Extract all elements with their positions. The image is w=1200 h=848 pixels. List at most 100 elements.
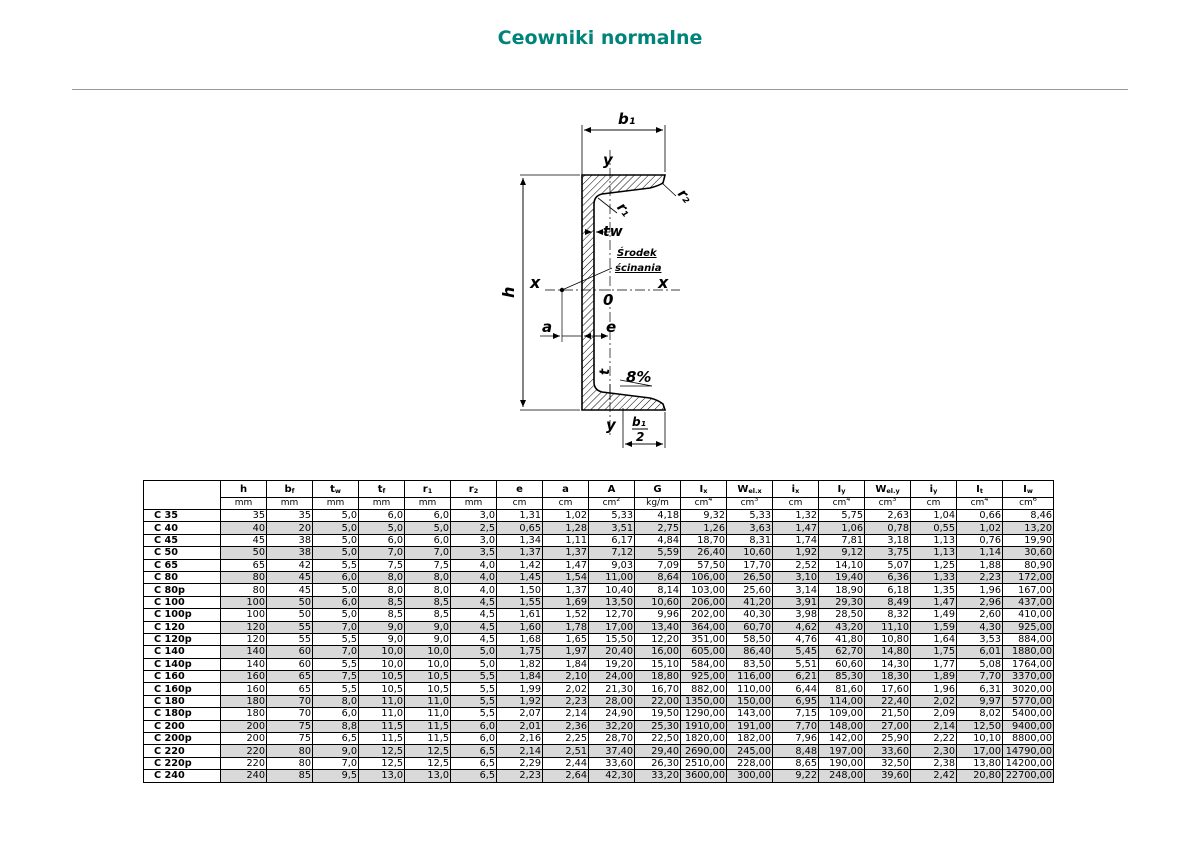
value-cell: 1,59: [910, 620, 957, 634]
value-cell: 25,60: [726, 583, 773, 597]
value-cell: 2,14: [542, 707, 589, 721]
value-cell: 605,00: [680, 645, 727, 659]
column-header: It: [956, 480, 1003, 498]
value-cell: 1,64: [910, 632, 957, 647]
value-cell: 109,00: [818, 707, 865, 721]
value-cell: 11,5: [404, 732, 451, 746]
value-cell: 26,50: [726, 570, 773, 585]
column-unit: mm: [266, 497, 313, 510]
value-cell: 1764,00: [1002, 657, 1054, 672]
column-unit-text: mm: [464, 498, 483, 509]
column-unit-text: mm: [280, 498, 299, 509]
value-cell: 12,70: [588, 608, 635, 622]
value-cell: 8,0: [358, 570, 405, 585]
value-cell: 8,0: [404, 583, 451, 597]
profile-name-cell: C 100p: [143, 608, 221, 622]
profile-name-cell: C 140: [143, 645, 221, 659]
value-cell: 8,48: [772, 744, 819, 758]
value-cell: 2,01: [496, 719, 543, 734]
label-tf: t: [598, 368, 613, 375]
column-unit: mm: [358, 497, 405, 510]
value-cell: 9,22: [772, 769, 819, 783]
value-cell: 18,80: [634, 670, 681, 684]
column-header: G: [634, 480, 681, 498]
value-cell: 5,0: [312, 583, 359, 597]
value-cell: 4,5: [450, 632, 497, 647]
value-cell: 80: [266, 756, 313, 771]
value-cell: 2,22: [910, 732, 957, 746]
value-cell: 4,30: [956, 620, 1003, 634]
value-cell: 85: [266, 769, 313, 783]
column-header: e: [496, 480, 543, 498]
value-cell: 8,0: [404, 570, 451, 585]
value-cell: 6,01: [956, 645, 1003, 659]
column-unit: cm4: [818, 497, 865, 510]
column-unit: mm: [312, 497, 359, 510]
value-cell: 43,20: [818, 620, 865, 634]
value-cell: 4,62: [772, 620, 819, 634]
value-cell: 167,00: [1002, 583, 1054, 597]
value-cell: 2,07: [496, 707, 543, 721]
value-cell: 26,40: [680, 546, 727, 560]
value-cell: 1,89: [910, 670, 957, 684]
value-cell: 12,5: [358, 744, 405, 758]
value-cell: 7,0: [312, 620, 359, 634]
column-header: a: [542, 480, 589, 498]
value-cell: 1,37: [542, 583, 589, 597]
value-cell: 220: [220, 744, 267, 758]
column-header: Iw: [1002, 480, 1054, 498]
value-cell: 15,10: [634, 657, 681, 672]
value-cell: 3,14: [772, 583, 819, 597]
value-cell: 17,00: [956, 744, 1003, 758]
column-unit-text: cm: [558, 498, 573, 509]
value-cell: 3,51: [588, 521, 635, 535]
value-cell: 142,00: [818, 732, 865, 746]
value-cell: 22,50: [634, 732, 681, 746]
value-cell: 2,30: [910, 744, 957, 758]
title-divider: [72, 89, 1128, 90]
value-cell: 14,80: [864, 645, 911, 659]
column-header: tw: [312, 480, 359, 498]
value-cell: 2,96: [956, 595, 1003, 610]
value-cell: 6,17: [588, 533, 635, 548]
value-cell: 13,0: [358, 769, 405, 783]
value-cell: 2,64: [542, 769, 589, 783]
column-header-subscript: y: [933, 486, 938, 495]
value-cell: 50: [266, 595, 313, 610]
value-cell: 0,78: [864, 521, 911, 535]
column-unit: cm: [772, 497, 819, 510]
value-cell: 1,32: [772, 508, 819, 523]
column-header-symbol: b: [284, 483, 292, 495]
value-cell: 10,0: [404, 657, 451, 672]
value-cell: 160: [220, 670, 267, 684]
column-header-symbol: e: [516, 483, 523, 495]
label-x-left: x: [529, 273, 541, 292]
value-cell: 6,5: [450, 744, 497, 758]
column-unit: cm2: [588, 497, 635, 510]
column-unit-text: kg/m: [646, 498, 669, 509]
value-cell: 13,80: [956, 756, 1003, 771]
value-cell: 75: [266, 719, 313, 734]
column-unit: cm: [542, 497, 589, 510]
value-cell: 6,0: [312, 570, 359, 585]
value-cell: 0,66: [956, 508, 1003, 523]
value-cell: 202,00: [680, 608, 727, 622]
value-cell: 5,0: [312, 608, 359, 622]
value-cell: 106,00: [680, 570, 727, 585]
value-cell: 6,36: [864, 570, 911, 585]
profile-name-cell: C 180: [143, 694, 221, 709]
value-cell: 0,76: [956, 533, 1003, 548]
value-cell: 14200,00: [1002, 756, 1054, 771]
value-cell: 5,08: [956, 657, 1003, 672]
profile-name-cell: C 120p: [143, 632, 221, 647]
column-unit: mm: [220, 497, 267, 510]
column-unit-text: cm: [602, 498, 617, 509]
label-h: h: [499, 287, 518, 298]
value-cell: 220: [220, 756, 267, 771]
profile-name-cell: C 240: [143, 769, 221, 783]
value-cell: 9,96: [634, 608, 681, 622]
